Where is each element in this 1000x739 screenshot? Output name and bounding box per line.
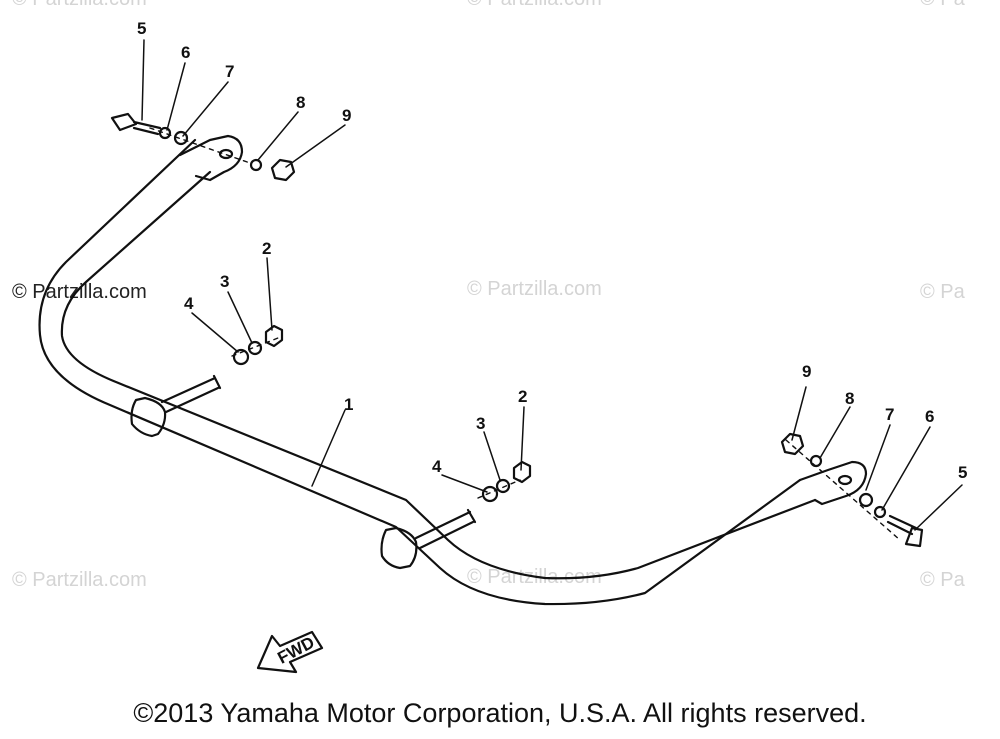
right-washer-8	[809, 454, 823, 468]
callout-left-6: 6	[181, 43, 190, 62]
right-lockwasher-7	[858, 492, 874, 508]
callout-left-7: 7	[225, 62, 234, 81]
right-bracket-hole	[837, 474, 853, 486]
watermark-mid-right: © Pa	[920, 281, 965, 303]
callout-right-8: 8	[845, 389, 854, 408]
callout-left-8: 8	[296, 93, 305, 112]
left-lockwasher-7	[173, 130, 189, 146]
watermark-top-right: © Pa	[920, 0, 965, 11]
left-washer-8	[249, 158, 263, 172]
callout-right-9: 9	[802, 362, 811, 381]
copyright-notice: ©2013 Yamaha Motor Corporation, U.S.A. A…	[133, 698, 867, 728]
callout-right-5: 5	[958, 463, 967, 482]
stabilizer-bar-inner	[60, 170, 817, 580]
mid-washer-4	[232, 348, 250, 366]
left-axis-dashes	[149, 127, 279, 357]
left-bushing	[130, 396, 167, 438]
callout-mid-3: 3	[220, 272, 229, 291]
watermark-bottom-left: © Partzilla.com	[12, 569, 147, 591]
right-bracket	[798, 460, 868, 506]
callout-low-2: 2	[518, 387, 527, 406]
callout-mid-4: 4	[184, 294, 194, 313]
callout-low-4: 4	[432, 457, 442, 476]
leader-lines	[141, 39, 963, 531]
watermark-bottom-right: © Pa	[920, 569, 965, 591]
left-nut-9	[270, 158, 296, 182]
callout-bar-1: 1	[344, 395, 353, 414]
mid-nut-2	[264, 324, 284, 348]
left-bracket	[178, 134, 244, 182]
low-lockwasher-3	[495, 478, 511, 494]
callout-right-7: 7	[885, 405, 894, 424]
fwd-arrow-icon	[256, 630, 324, 674]
right-nut-9	[780, 432, 805, 456]
watermark-top-center: © Partzilla.com	[467, 0, 602, 11]
left-stud	[160, 374, 222, 414]
low-washer-4	[481, 485, 499, 503]
right-axis-dashes	[477, 439, 901, 541]
mid-lockwasher-3	[247, 340, 263, 356]
right-bolt	[886, 514, 924, 548]
left-bolt	[110, 112, 162, 136]
stabilizer-bar-outer	[38, 138, 802, 606]
callout-left-5: 5	[137, 19, 146, 38]
left-bracket-hole	[218, 148, 234, 160]
watermark-mid-center: © Partzilla.com	[467, 278, 602, 300]
callout-right-6: 6	[925, 407, 934, 426]
low-nut-2	[512, 460, 532, 484]
right-washer-6	[873, 505, 887, 519]
callout-left-9: 9	[342, 106, 351, 125]
right-stud	[414, 508, 477, 550]
watermark-top-left: © Partzilla.com	[12, 0, 147, 11]
left-washer-6	[158, 126, 172, 140]
callout-low-3: 3	[476, 414, 485, 433]
right-bushing	[380, 526, 418, 570]
callout-mid-2: 2	[262, 239, 271, 258]
watermark-main: © Partzilla.com	[12, 281, 147, 303]
